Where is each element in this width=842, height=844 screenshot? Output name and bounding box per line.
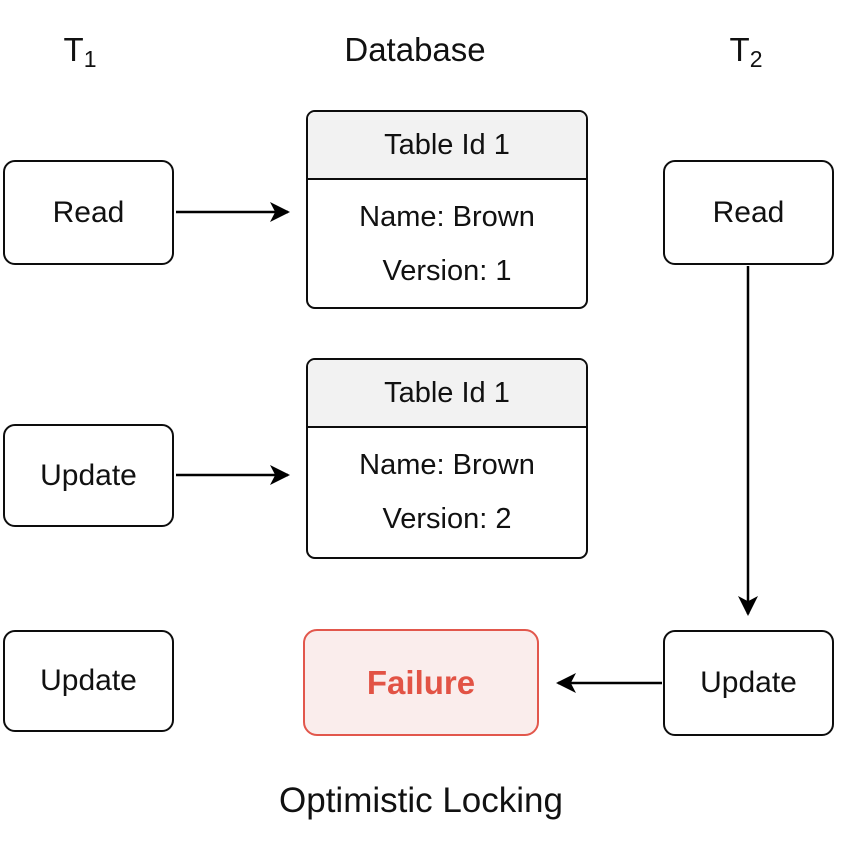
t1-update-box-1: Update: [3, 424, 174, 527]
database-table-version-1: Table Id 1 Name: Brown Version: 1: [306, 110, 588, 309]
column-label-t1: T1: [30, 30, 130, 72]
t1-read-box: Read: [3, 160, 174, 265]
table1-row-name: Name: Brown: [359, 200, 535, 233]
column-label-t2: T2: [696, 30, 796, 72]
table2-row-version: Version: 2: [382, 502, 512, 535]
t2-update-box: Update: [663, 630, 834, 736]
table2-header: Table Id 1: [308, 360, 586, 428]
t2-read-box: Read: [663, 160, 834, 265]
table1-row-version: Version: 1: [382, 254, 512, 287]
table1-body: Name: Brown Version: 1: [308, 180, 586, 298]
diagram-caption: Optimistic Locking: [279, 781, 563, 820]
table2-body: Name: Brown Version: 2: [308, 428, 586, 546]
t1-base: T: [63, 31, 84, 68]
table1-header: Table Id 1: [308, 112, 586, 180]
t1-subscript: 1: [83, 46, 97, 72]
table2-row-name: Name: Brown: [359, 448, 535, 481]
t1-update-box-2: Update: [3, 630, 174, 732]
t2-subscript: 2: [749, 46, 763, 72]
t2-base: T: [729, 31, 750, 68]
failure-box: Failure: [303, 629, 539, 736]
database-table-version-2: Table Id 1 Name: Brown Version: 2: [306, 358, 588, 559]
column-label-database: Database: [344, 31, 486, 68]
